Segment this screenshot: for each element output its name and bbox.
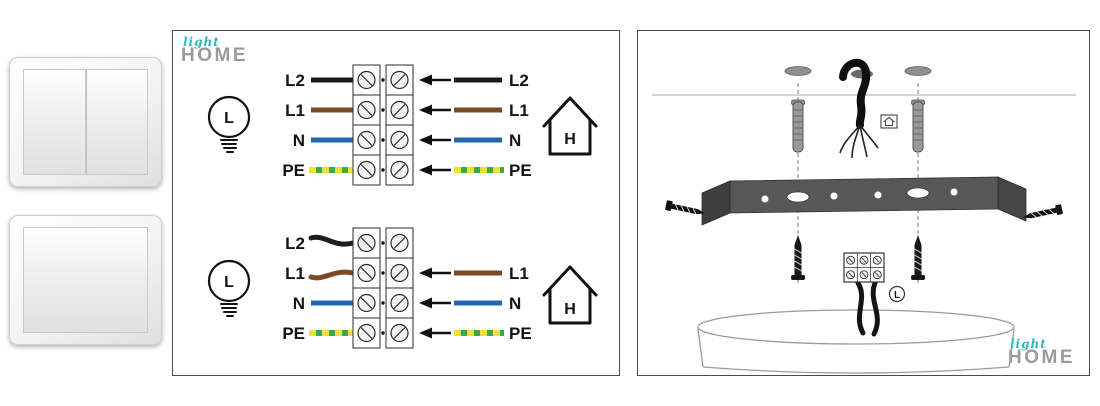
wire-label: L2 (285, 71, 305, 90)
wiring-diagram-svg: L H L2 L1 N PE (207, 64, 598, 349)
switch-recess (23, 227, 148, 333)
rocker-button (23, 227, 148, 333)
rocker-button-right (85, 69, 148, 175)
insert-arrows (419, 267, 451, 339)
house-symbol-icon (880, 114, 898, 129)
switch-recess (23, 69, 148, 175)
wire-label: N (293, 131, 305, 150)
mounting-diagram-panel: L light HOME (637, 30, 1090, 376)
wire-label: PE (509, 161, 532, 180)
brand-logo: light HOME (181, 36, 248, 65)
house-symbol: H (564, 301, 576, 318)
brand-word-home: HOME (181, 45, 248, 66)
wire-label: L2 (509, 71, 529, 90)
wire-label: N (509, 294, 521, 313)
wire-label: L2 (285, 234, 305, 253)
bracket-hole (950, 188, 958, 196)
brand-word-light: light (183, 35, 220, 49)
house-symbol: H (564, 131, 576, 148)
double-switch-image (9, 57, 162, 187)
house-icon: H (542, 265, 598, 325)
lamp-bulb-icon: L (207, 95, 251, 153)
rocker-button-left (23, 69, 86, 175)
luminaire-symbol: L (888, 285, 906, 303)
screw-side-left (665, 200, 706, 215)
top-diagram: L H L2 L1 N PE (207, 64, 598, 186)
lamp-canopy (697, 309, 1015, 374)
lamp-symbol: L (224, 274, 234, 291)
insert-arrows (419, 74, 451, 176)
bracket-slot-left (786, 191, 810, 203)
brand-word-light: light (1010, 337, 1047, 351)
lamp-terminal-block (843, 252, 885, 283)
wire-l1-bent (308, 269, 356, 281)
bracket-hole (830, 192, 838, 200)
ceiling-hole-left (784, 66, 812, 76)
luminaire-symbol-letter: L (894, 290, 900, 301)
screw-side-right (1022, 204, 1063, 219)
mounting-diagram-svg: L (652, 59, 1076, 374)
wall-plug-left (791, 99, 805, 153)
bracket-hole (874, 191, 882, 199)
screw-vertical-right (911, 235, 925, 280)
wire-label: L1 (285, 264, 305, 283)
switch-frame (9, 215, 162, 345)
wall-plug-right (911, 99, 925, 153)
mounting-bracket (701, 176, 1027, 226)
wire-label: PE (282, 161, 305, 180)
screw-vertical-left (791, 235, 805, 280)
house-icon: H (542, 96, 598, 156)
brand-logo: light HOME (1008, 338, 1075, 367)
terminal-block (352, 64, 414, 186)
wire-label: PE (282, 324, 305, 343)
lamp-symbol: L (224, 110, 234, 127)
wire-l2-bent (308, 234, 356, 247)
bottom-diagram: L H L2 L1 N PE (207, 227, 598, 349)
single-switch-image (9, 215, 162, 345)
wire-label: L1 (285, 101, 305, 120)
terminal-block (352, 227, 414, 349)
bracket-slot-right (906, 187, 930, 199)
wiring-diagram-panel: light HOME L H L2 L1 (172, 30, 620, 376)
supply-cable (839, 59, 871, 129)
brand-word-home: HOME (1008, 347, 1075, 368)
wire-label: L1 (509, 101, 529, 120)
lamp-bulb-icon: L (207, 259, 251, 317)
cable-strands (839, 124, 879, 159)
wire-label: PE (509, 324, 532, 343)
lamp-wires (855, 280, 880, 337)
ceiling-hole-right (904, 66, 932, 76)
switch-frame (9, 57, 162, 187)
wire-label: L1 (509, 264, 529, 283)
wire-label: N (293, 294, 305, 313)
bracket-hole (761, 195, 769, 203)
wire-label: N (509, 131, 521, 150)
